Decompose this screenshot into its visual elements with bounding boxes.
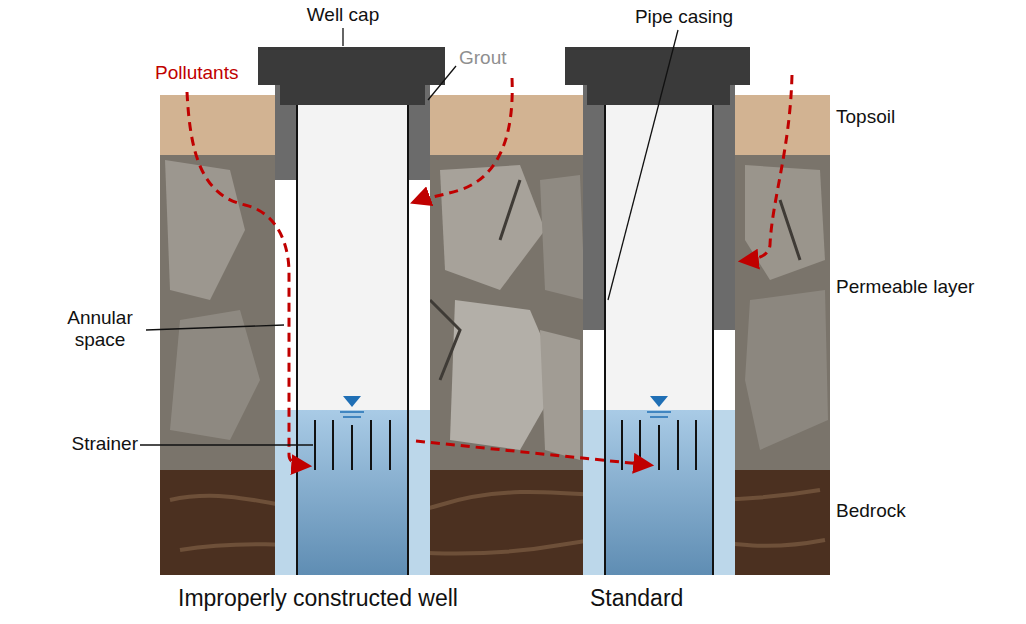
part-label: Grout: [459, 47, 507, 69]
part-label: Annular space: [58, 307, 142, 351]
improper-well: [258, 47, 445, 575]
part-label: Well cap: [307, 4, 380, 26]
layer-label: Permeable layer: [836, 276, 974, 298]
pollutant-label: Pollutants: [155, 62, 238, 84]
well-caption: Standard: [590, 585, 683, 611]
standard-well: [565, 47, 750, 575]
part-label: Strainer: [71, 433, 138, 455]
layer-label: Bedrock: [836, 500, 906, 522]
layer-label: Topsoil: [836, 106, 895, 128]
well-caption: Improperly constructed well: [178, 585, 458, 611]
leader-line: [140, 28, 678, 445]
part-label: Pipe casing: [635, 6, 733, 28]
pollutant-path: [187, 75, 792, 466]
